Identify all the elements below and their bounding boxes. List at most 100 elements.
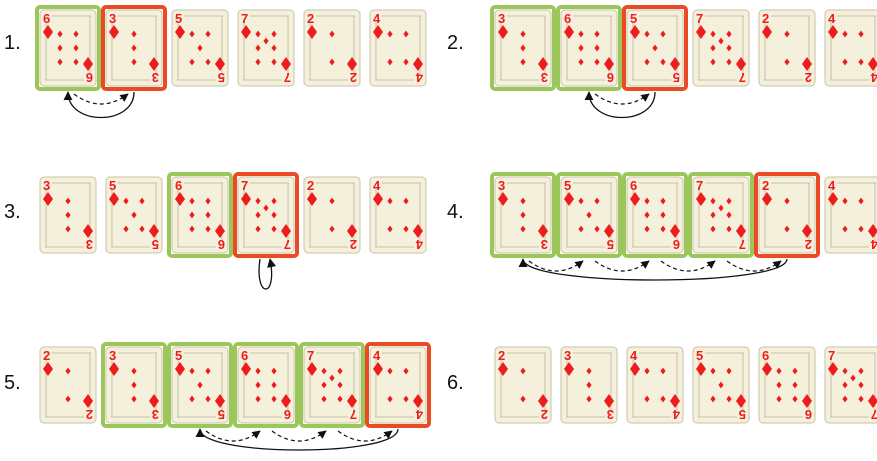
card-4-diamonds: 44 <box>370 10 426 86</box>
card-rank-bottom: 3 <box>541 70 548 85</box>
move-arrows-step-4 <box>523 259 787 280</box>
card-rank-top: 6 <box>175 178 182 193</box>
card-5-diamonds: 55 <box>693 347 749 423</box>
card-6-diamonds: 66 <box>37 7 99 89</box>
card-rank-bottom: 7 <box>739 70 746 85</box>
card-rank-bottom: 6 <box>607 70 614 85</box>
card-7-diamonds: 77 <box>690 174 752 256</box>
card-3-diamonds: 33 <box>40 177 96 253</box>
card-rank-top: 4 <box>630 348 638 363</box>
card-rank-bottom: 5 <box>607 237 614 252</box>
step-label: 4. <box>447 201 464 223</box>
card-rank-bottom: 7 <box>284 237 291 252</box>
card-rank-bottom: 5 <box>673 70 680 85</box>
card-4-diamonds: 44 <box>370 177 426 253</box>
card-rank-top: 3 <box>498 178 505 193</box>
move-arrows-step-3 <box>259 259 272 289</box>
card-rank-bottom: 6 <box>673 237 680 252</box>
card-2-diamonds: 22 <box>304 177 360 253</box>
card-rank-top: 7 <box>241 11 248 26</box>
card-rank-top: 3 <box>43 178 50 193</box>
step-3-panel: 3.335566772244 <box>4 174 426 289</box>
card-6-diamonds: 66 <box>624 174 686 256</box>
card-rank-top: 3 <box>109 348 116 363</box>
step-5-panel: 5.223355667744 <box>4 344 429 450</box>
card-6-diamonds: 66 <box>759 347 815 423</box>
card-rank-top: 4 <box>828 11 836 26</box>
step-label: 2. <box>447 32 464 54</box>
card-rank-bottom: 3 <box>541 237 548 252</box>
card-rank-bottom: 3 <box>152 407 159 422</box>
card-4-diamonds: 44 <box>627 347 683 423</box>
card-rank-top: 5 <box>564 178 571 193</box>
step-2-panel: 2.336655772244 <box>447 7 877 118</box>
insert-arrow <box>68 92 134 118</box>
card-7-diamonds: 77 <box>825 347 877 423</box>
card-rank-top: 6 <box>43 11 50 26</box>
card-3-diamonds: 33 <box>103 7 165 89</box>
shift-arrow <box>338 431 392 441</box>
card-rank-top: 2 <box>43 348 50 363</box>
card-rank-bottom: 4 <box>415 70 423 85</box>
card-7-diamonds: 77 <box>693 10 749 86</box>
card-rank-bottom: 4 <box>870 70 877 85</box>
card-rank-bottom: 7 <box>739 237 746 252</box>
card-rank-top: 7 <box>241 178 248 193</box>
card-rank-bottom: 6 <box>86 70 93 85</box>
card-rank-bottom: 6 <box>284 407 291 422</box>
card-5-diamonds: 55 <box>624 7 686 89</box>
card-rank-top: 7 <box>307 348 314 363</box>
step-label: 1. <box>4 32 21 54</box>
card-5-diamonds: 55 <box>172 10 228 86</box>
card-2-diamonds: 22 <box>759 10 815 86</box>
card-rank-bottom: 2 <box>86 407 93 422</box>
step-label: 3. <box>4 201 21 223</box>
card-rank-top: 4 <box>373 178 381 193</box>
card-rank-top: 4 <box>373 11 381 26</box>
card-rank-bottom: 4 <box>415 407 423 422</box>
card-rank-top: 3 <box>498 11 505 26</box>
card-5-diamonds: 55 <box>169 344 231 426</box>
card-3-diamonds: 33 <box>492 7 554 89</box>
card-rank-top: 5 <box>630 11 637 26</box>
card-rank-top: 6 <box>241 348 248 363</box>
card-rank-bottom: 5 <box>218 70 225 85</box>
card-rank-top: 6 <box>564 11 571 26</box>
card-rank-bottom: 5 <box>218 407 225 422</box>
card-2-diamonds: 22 <box>40 347 96 423</box>
step-6-panel: 6.223344556677 <box>447 347 877 423</box>
card-rank-bottom: 4 <box>870 237 877 252</box>
card-rank-top: 2 <box>762 11 769 26</box>
step-1-panel: 1.663355772244 <box>4 7 426 118</box>
card-7-diamonds: 77 <box>301 344 363 426</box>
card-rank-top: 3 <box>564 348 571 363</box>
card-rank-bottom: 3 <box>86 237 93 252</box>
shift-arrow <box>74 94 128 104</box>
card-rank-bottom: 7 <box>350 407 357 422</box>
shift-arrow <box>206 431 260 441</box>
card-3-diamonds: 33 <box>492 174 554 256</box>
card-rank-bottom: 3 <box>152 70 159 85</box>
card-5-diamonds: 55 <box>106 177 162 253</box>
card-7-diamonds: 77 <box>238 10 294 86</box>
card-rank-top: 5 <box>175 348 182 363</box>
card-6-diamonds: 66 <box>169 174 231 256</box>
card-rank-top: 7 <box>696 178 703 193</box>
move-arrows-step-1 <box>68 92 134 118</box>
shift-arrow <box>272 431 326 441</box>
card-rank-top: 6 <box>762 348 769 363</box>
card-7-diamonds: 77 <box>235 174 297 256</box>
card-rank-bottom: 3 <box>607 407 614 422</box>
move-arrows-step-5 <box>200 429 398 450</box>
card-2-diamonds: 22 <box>304 10 360 86</box>
card-4-diamonds: 44 <box>367 344 429 426</box>
card-rank-top: 3 <box>109 11 116 26</box>
card-rank-bottom: 6 <box>805 407 812 422</box>
card-4-diamonds: 44 <box>825 10 877 86</box>
step-label: 6. <box>447 372 464 394</box>
card-rank-top: 2 <box>307 11 314 26</box>
card-3-diamonds: 33 <box>103 344 165 426</box>
insert-arrow <box>259 259 272 289</box>
card-rank-top: 4 <box>828 178 836 193</box>
